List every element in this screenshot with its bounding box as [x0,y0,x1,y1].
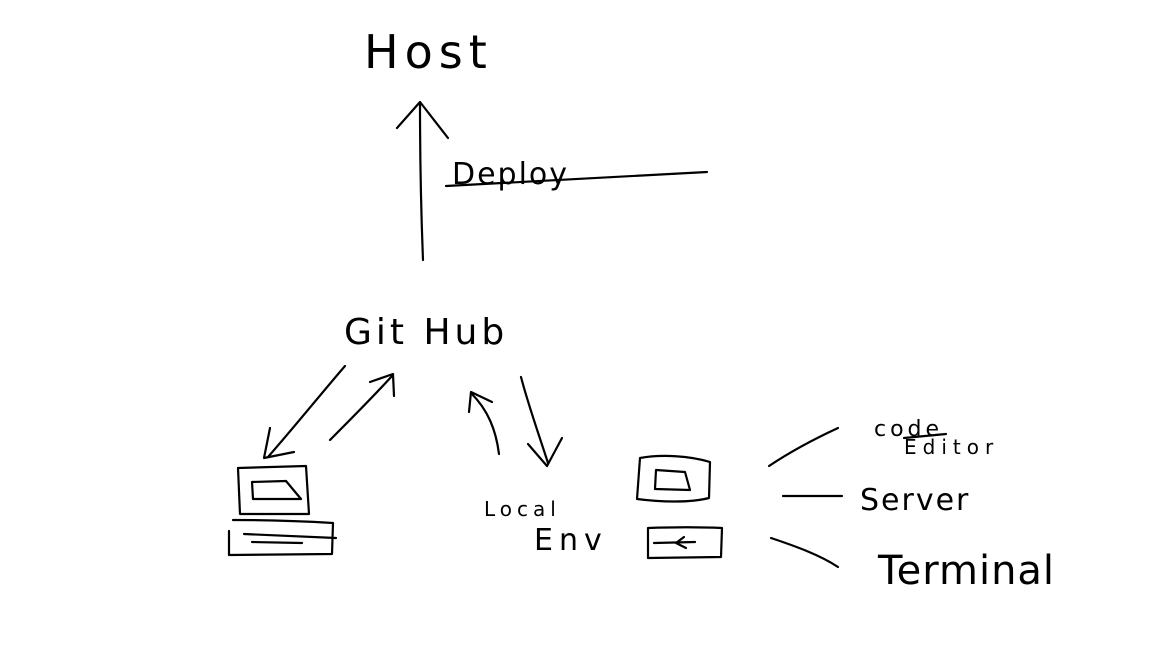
computer-right-keyboard [646,526,724,560]
pull-arrow-right [519,375,564,468]
host-label: Host [364,25,493,79]
github-label: Git Hub [344,312,508,353]
computer-left-monitor [236,464,311,516]
connector-terminal [769,536,840,569]
computer-right-icon [635,454,724,560]
deploy-arrow-shaft [418,102,425,262]
connector-code-editor [767,426,840,468]
push-arrow-left-head [368,372,396,398]
pull-arrow-right-head [526,436,564,468]
computer-right-keyboard-line [652,540,697,545]
code-editor-divider [902,432,948,440]
push-arrow-right-head [467,390,494,414]
deploy-underline [444,170,709,188]
pull-arrow-left-shaft [266,364,347,459]
computer-right-screen [653,468,692,492]
code-editor-label-line-2: Editor [904,435,999,459]
terminal-label: Terminal [877,548,1055,594]
local-env-label-line-2: Env [534,523,608,558]
computer-left-screen [250,479,303,501]
local-env-label-line-1: Local [484,497,561,521]
push-arrow-left-shaft [328,374,394,442]
computer-left-keyboard [227,518,335,557]
computer-left-keyboard-line-2 [250,540,304,545]
computer-left-keyboard-line-1 [242,532,338,540]
deploy-arrow-head [395,100,450,140]
pull-arrow-left [262,364,347,460]
computer-left-icon [227,464,338,557]
pull-arrow-right-shaft [519,375,550,465]
server-label: Server [860,483,970,518]
push-arrow-right [467,390,501,456]
deploy-label: Deploy [452,157,569,192]
computer-right-keyboard-mark [674,535,688,550]
push-arrow-left [328,372,396,442]
computer-right-monitor [635,454,712,503]
deploy-arrow [395,100,450,262]
pull-arrow-left-head [262,426,296,460]
push-arrow-right-shaft [469,391,501,456]
